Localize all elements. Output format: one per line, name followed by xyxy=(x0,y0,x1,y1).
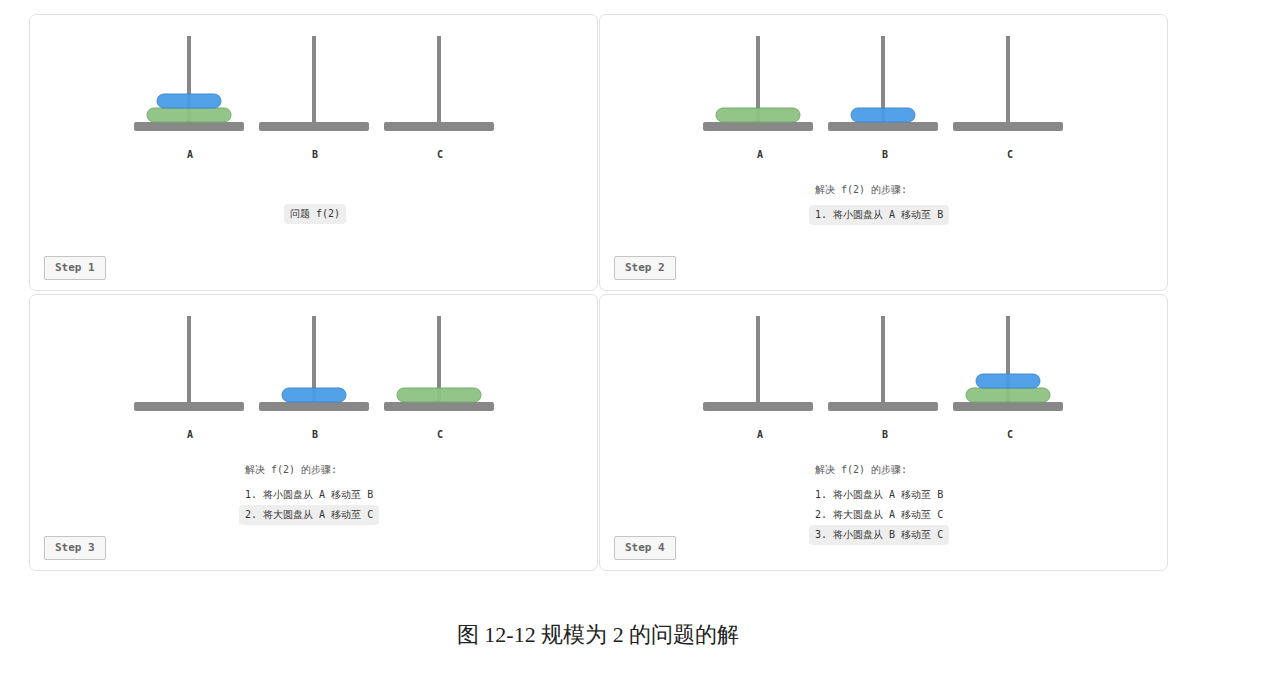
steps-heading: 解决 f(2) 的步骤: xyxy=(815,183,907,197)
peg-label: B xyxy=(312,428,318,442)
peg-label: A xyxy=(187,148,193,162)
step-badge: Step 4 xyxy=(614,536,676,560)
step-label: Step 4 xyxy=(625,541,665,555)
step-panel: A B C 解决 f(2) 的步骤: 1. 将小圆盘从 A 移动至 B Step 2 xyxy=(599,14,1168,291)
peg-label: A xyxy=(757,148,763,162)
peg-label: B xyxy=(882,148,888,162)
pill-text: 2. 将大圆盘从 A 移动至 C xyxy=(245,508,373,522)
peg-label: C xyxy=(437,148,443,162)
step-label: Step 1 xyxy=(55,261,95,275)
pill-text: 3. 将小圆盘从 B 移动至 C xyxy=(815,528,943,542)
step-line: 1. 将小圆盘从 A 移动至 B xyxy=(245,488,373,502)
step-panel: A B C 解决 f(2) 的步骤: 1. 将小圆盘从 A 移动至 B 2. 将大圆盘从 … xyxy=(599,294,1168,571)
steps-heading: 解决 f(2) 的步骤: xyxy=(815,463,907,477)
step-line: 2. 将大圆盘从 A 移动至 C xyxy=(815,508,943,522)
highlight-pill: 问题 f(2) xyxy=(284,204,346,224)
peg-label: C xyxy=(1007,428,1013,442)
step-panel: A B C 解决 f(2) 的步骤: 1. 将小圆盘从 A 移动至 B 2. 将大圆盘从 … xyxy=(29,294,598,571)
highlight-pill: 2. 将大圆盘从 A 移动至 C xyxy=(239,505,379,525)
pill-text: 问题 f(2) xyxy=(290,207,340,221)
figure-caption: 图 12-12 规模为 2 的问题的解 xyxy=(457,620,739,650)
step-panel: A B C 问题 f(2) Step 1 xyxy=(29,14,598,291)
peg-label: C xyxy=(437,428,443,442)
step-label: Step 2 xyxy=(625,261,665,275)
peg-label: B xyxy=(312,148,318,162)
highlight-pill: 1. 将小圆盘从 A 移动至 B xyxy=(809,205,949,225)
steps-heading: 解决 f(2) 的步骤: xyxy=(245,463,337,477)
step-line: 1. 将小圆盘从 A 移动至 B xyxy=(815,488,943,502)
highlight-pill: 3. 将小圆盘从 B 移动至 C xyxy=(809,525,949,545)
peg-label: C xyxy=(1007,148,1013,162)
step-badge: Step 3 xyxy=(44,536,106,560)
peg-label: B xyxy=(882,428,888,442)
pill-text: 1. 将小圆盘从 A 移动至 B xyxy=(815,208,943,222)
peg-label: A xyxy=(187,428,193,442)
step-badge: Step 1 xyxy=(44,256,106,280)
step-badge: Step 2 xyxy=(614,256,676,280)
step-label: Step 3 xyxy=(55,541,95,555)
peg-label: A xyxy=(757,428,763,442)
